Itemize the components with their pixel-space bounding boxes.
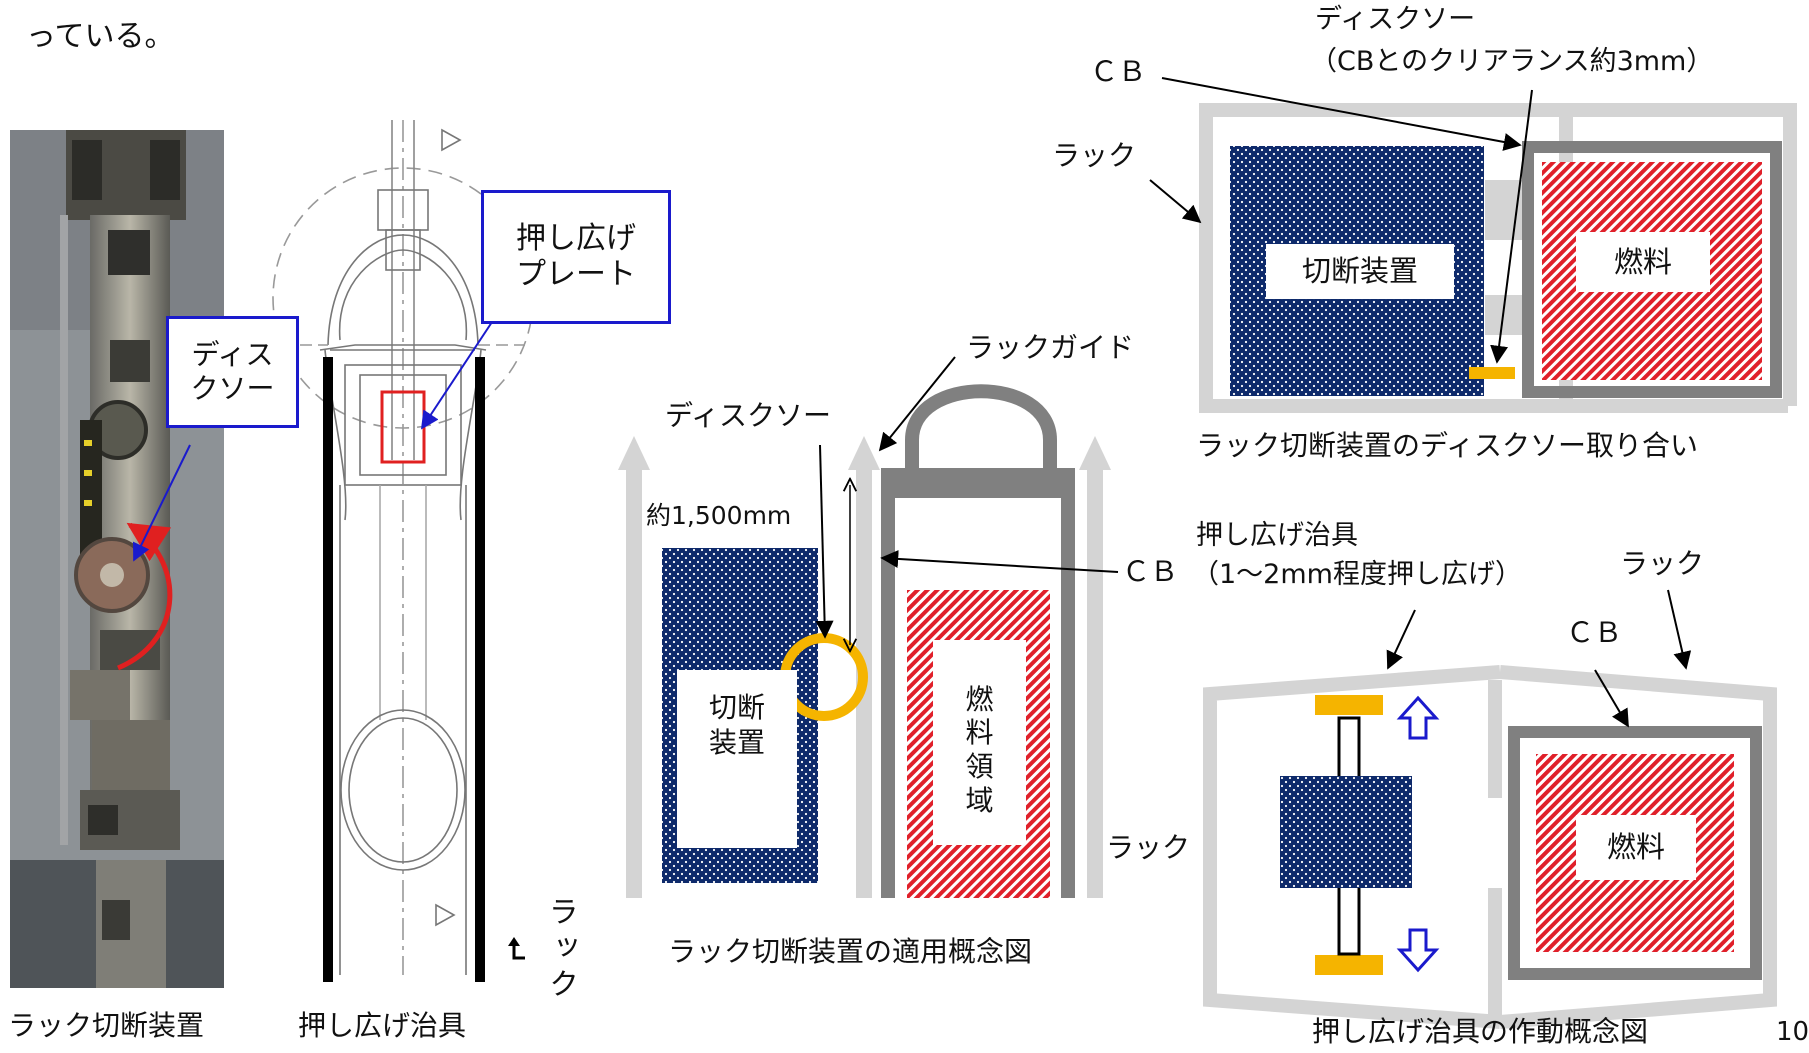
jig-rack-wall-right bbox=[475, 357, 485, 982]
label-rack-fit: ラック bbox=[1052, 139, 1137, 172]
label-cb-fit: ＣＢ bbox=[1090, 55, 1147, 88]
label-cb-op: ＣＢ bbox=[1566, 616, 1623, 649]
jig-rack-wall-left bbox=[323, 357, 333, 982]
jig-drawing bbox=[272, 120, 534, 975]
label-fuel-fit: 燃料 bbox=[1576, 232, 1710, 292]
label-cb-app: ＣＢ bbox=[1122, 555, 1179, 588]
label-length: 約1,500mm bbox=[646, 501, 792, 530]
label-cutter-app: 切断 装置 bbox=[677, 670, 797, 780]
caption-disk-saw-fit: ラック切断装置のディスクソー取り合い bbox=[1196, 429, 1699, 462]
caption-application: ラック切断装置の適用概念図 bbox=[668, 935, 1033, 968]
label-disk-saw-app: ディスクソー bbox=[665, 399, 832, 432]
jig-rack-label: ラック bbox=[543, 896, 578, 1004]
label-cutter-fit: 切断装置 bbox=[1266, 244, 1454, 299]
label-rack-op-right: ラック bbox=[1620, 547, 1705, 580]
page-number: 10 bbox=[1776, 1017, 1809, 1047]
application-diagram bbox=[618, 356, 1119, 898]
caption-jig-drawing: 押し広げ治具 bbox=[298, 1009, 467, 1042]
label-rack-guide: ラックガイド bbox=[966, 331, 1135, 364]
label-clearance: （CBとのクリアランス約3mm） bbox=[1310, 46, 1714, 77]
device-photo bbox=[10, 130, 224, 988]
label-rack-op-left: ラック bbox=[1106, 831, 1191, 864]
push-plate-arrow bbox=[421, 321, 493, 430]
callout-push-plate: 押し広げ プレート bbox=[481, 190, 671, 324]
label-disk-saw-fit: ディスクソー bbox=[1315, 4, 1476, 35]
rack-pointer-icon bbox=[512, 943, 525, 960]
header-fragment: っている。 bbox=[26, 19, 175, 54]
caption-device-photo: ラック切断装置 bbox=[8, 1009, 205, 1042]
jig-operation-diagram bbox=[1203, 589, 1777, 1029]
label-jig-op: 押し広げ治具 bbox=[1196, 520, 1358, 551]
label-fuel-op: 燃料 bbox=[1576, 815, 1696, 880]
label-fuel-region: 燃 料 領 域 bbox=[933, 665, 1026, 835]
caption-jig-op: 押し広げ治具の作動概念図 bbox=[1312, 1015, 1649, 1048]
callout-disk-saw: ディス クソー bbox=[166, 316, 299, 428]
label-spread: （1～2mm程度押し広げ） bbox=[1192, 559, 1522, 590]
